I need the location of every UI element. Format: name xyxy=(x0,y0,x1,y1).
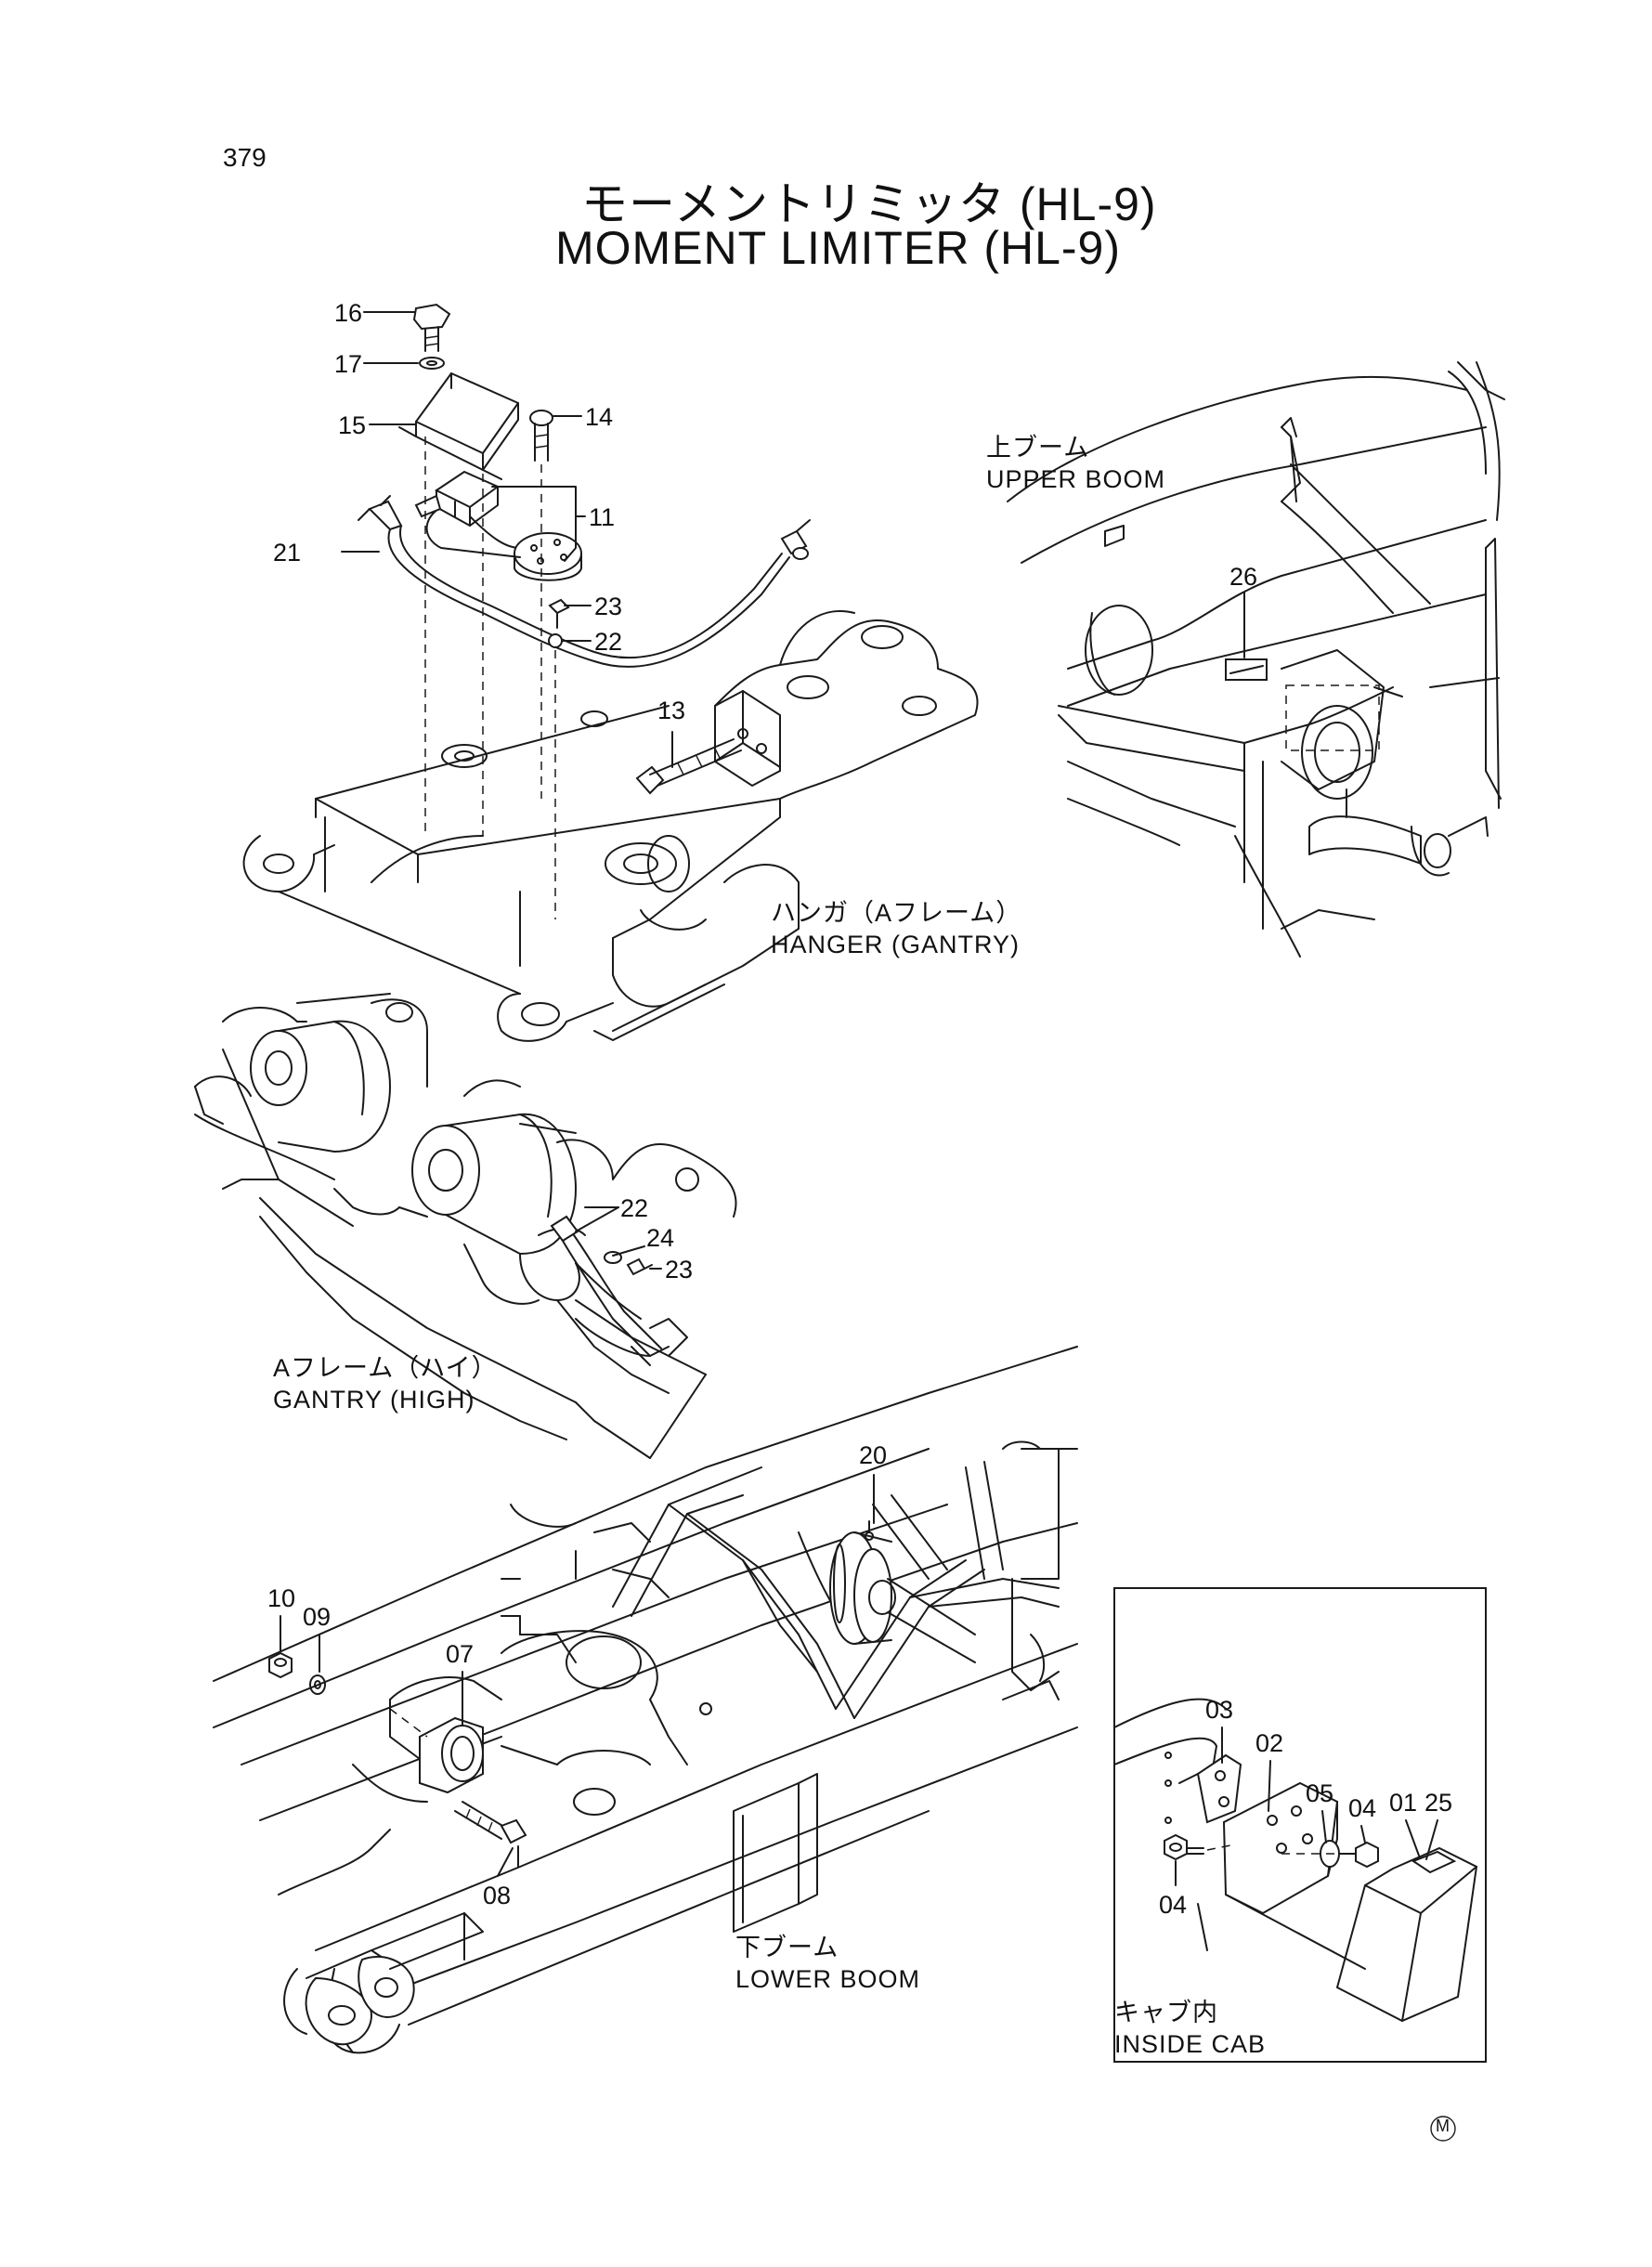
callout-23-hanger: 23 xyxy=(594,593,623,620)
callout-23-gantry: 23 xyxy=(665,1256,694,1283)
inside-cab-drawing xyxy=(1113,1587,1487,2063)
view-label-lower-boom-jp: 下ブーム xyxy=(735,1934,839,1961)
view-label-inside-cab-jp: キャブ内 xyxy=(1114,1999,1218,2026)
callout-22-hanger: 22 xyxy=(594,628,623,656)
leader-lines xyxy=(280,311,1438,1951)
page-title-jp: モーメントリミッタ (HL-9) xyxy=(581,178,1157,230)
callout-20: 20 xyxy=(859,1441,888,1469)
upper-boom-drawing xyxy=(1007,361,1505,958)
lower-boom-drawing xyxy=(213,1346,1078,2054)
mark-letter: M xyxy=(1436,2117,1450,2135)
callout-17: 17 xyxy=(334,350,363,378)
callout-02: 02 xyxy=(1255,1729,1284,1757)
callout-05: 05 xyxy=(1306,1779,1334,1807)
view-label-hanger-jp: ハンガ（Aフレーム） xyxy=(771,899,1022,927)
hanger-assembly-drawing xyxy=(242,303,979,1042)
view-label-upper-boom-en: UPPER BOOM xyxy=(986,465,1166,493)
callout-10: 10 xyxy=(267,1584,296,1612)
callout-26: 26 xyxy=(1229,563,1258,591)
view-label-gantry-high-jp: Aフレーム（ハイ） xyxy=(273,1354,498,1382)
view-label-gantry-high-en: GANTRY (HIGH) xyxy=(273,1386,475,1414)
view-label-lower-boom-en: LOWER BOOM xyxy=(735,1965,921,1993)
callout-04-left: 04 xyxy=(1159,1891,1188,1919)
callout-14: 14 xyxy=(585,403,614,431)
callout-08: 08 xyxy=(483,1882,512,1909)
callout-11: 11 xyxy=(589,503,616,531)
page-number: 379 xyxy=(223,143,267,172)
callout-09: 09 xyxy=(303,1603,332,1631)
callout-22-gantry: 22 xyxy=(620,1194,649,1222)
callout-15: 15 xyxy=(338,411,367,439)
callout-04-right: 04 xyxy=(1348,1794,1377,1822)
page-title-en: MOMENT LIMITER (HL-9) xyxy=(555,222,1121,274)
mark-circle xyxy=(1430,2116,1456,2142)
view-label-upper-boom-jp: 上ブーム xyxy=(986,434,1090,462)
callout-13: 13 xyxy=(657,697,686,724)
gantry-high-drawing xyxy=(194,993,737,1459)
callout-25: 25 xyxy=(1424,1789,1453,1817)
callout-16: 16 xyxy=(334,299,363,327)
view-label-hanger-en: HANGER (GANTRY) xyxy=(771,931,1021,958)
callout-01: 01 xyxy=(1389,1789,1418,1817)
view-label-inside-cab-en: INSIDE CAB xyxy=(1114,2030,1267,2058)
callout-07: 07 xyxy=(446,1640,475,1668)
callout-21: 21 xyxy=(273,539,302,567)
callout-24: 24 xyxy=(646,1224,675,1252)
callout-03: 03 xyxy=(1205,1696,1234,1724)
